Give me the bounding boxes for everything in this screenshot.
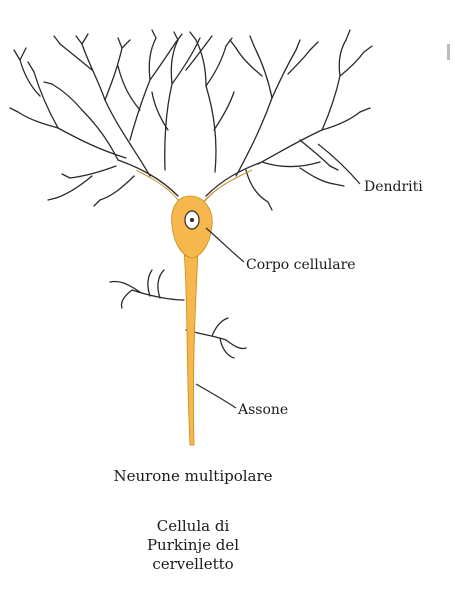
edge-mark	[447, 44, 450, 60]
cell-body-group	[135, 169, 253, 446]
primary-dendrite-left	[135, 169, 184, 207]
dendrite-branch	[55, 161, 335, 203]
label-assone: Assone	[238, 402, 289, 418]
axon-collaterals	[109, 269, 247, 359]
nucleolus	[190, 218, 194, 222]
diagram-title: Neurone multipolare	[113, 467, 273, 485]
dendrite-branch	[151, 39, 207, 171]
diagram-caption: Cellula di Purkinje del cervelletto	[0, 517, 386, 574]
dendrite-branch	[195, 39, 235, 173]
dendrite-trunk-left	[57, 99, 179, 197]
dendrite-branch	[51, 37, 177, 161]
dendrite-branch	[299, 39, 365, 167]
dendrite-branch	[235, 45, 311, 99]
caption-line: cervelletto	[152, 555, 234, 573]
label-corpo-cellulare: Corpo cellulare	[246, 257, 356, 273]
dendrite-twig	[9, 29, 373, 211]
dendrite-trunk-right	[205, 97, 323, 197]
caption-line: Purkinje del	[146, 536, 240, 554]
caption-line: Cellula di	[156, 517, 230, 535]
leader-lines	[195, 143, 361, 409]
leader-dendriti	[317, 143, 361, 185]
label-dendriti: Dendriti	[364, 179, 423, 195]
leader-corpo	[205, 227, 245, 263]
axon	[183, 249, 199, 446]
primary-dendrite-right	[199, 169, 253, 207]
collateral-upper	[109, 269, 185, 309]
dendritic-tree	[9, 29, 373, 211]
leader-assone	[195, 383, 237, 409]
dendrite-branch	[17, 43, 123, 129]
collateral-lower	[185, 317, 247, 359]
